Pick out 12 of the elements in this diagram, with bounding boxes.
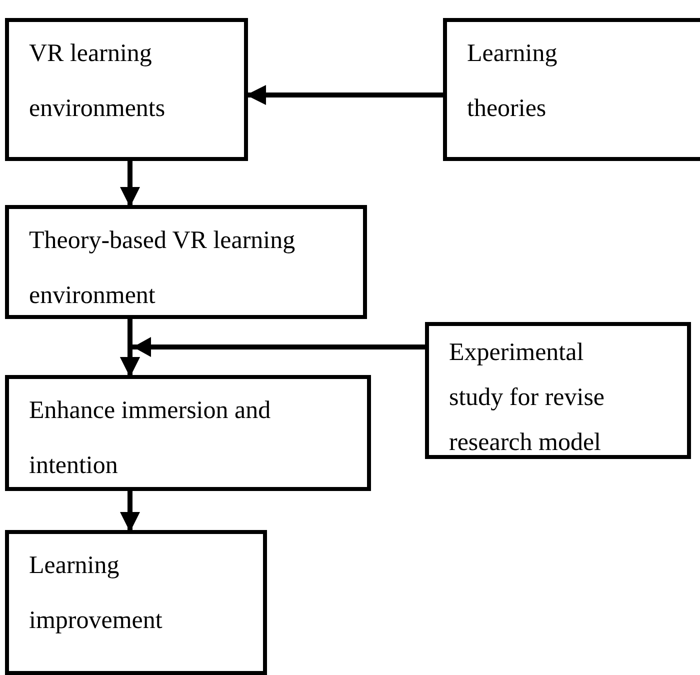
box-label: Learning improvement [29, 551, 164, 636]
process-box [5, 530, 267, 675]
box-label: Theory-based VR learning environment [29, 226, 296, 311]
process-box [443, 18, 700, 161]
box-label: Experimental study for revise research model [449, 338, 606, 458]
box-label: Learning theories [467, 39, 558, 124]
process-box [5, 205, 367, 319]
process-box [425, 322, 691, 459]
process-box [5, 18, 248, 161]
box-label: Enhance immersion and intention [29, 396, 272, 481]
box-label: VR learning environments [29, 39, 166, 124]
process-box [5, 375, 371, 491]
